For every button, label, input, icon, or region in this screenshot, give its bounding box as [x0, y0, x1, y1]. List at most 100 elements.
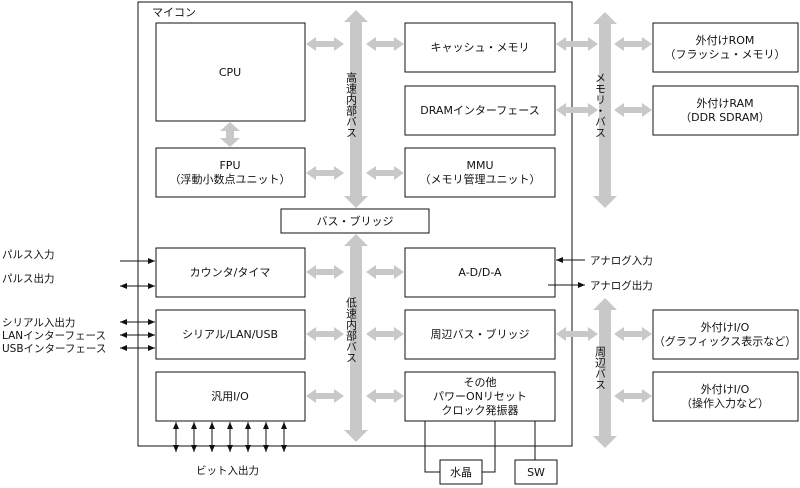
ext-io-input-block: [652, 371, 799, 422]
mcu-boundary: [137, 1, 573, 447]
serial-io-label: シリアル入出力: [2, 316, 75, 329]
bus-bridge-block: [280, 208, 430, 234]
block-text-line: パワーONリセット: [433, 390, 527, 403]
block-text-line: 周辺バス・ブリッジ: [431, 327, 530, 341]
memory-bus-label: メモリ・バス: [594, 72, 607, 138]
others-text: その他パワーONリセットクロック発振器: [433, 376, 527, 417]
fpu-text: FPU（浮動小数点ユニット）: [170, 159, 291, 186]
adda-bus-arrow: [366, 265, 404, 279]
dram-membus-arrow: [556, 103, 598, 117]
block-text-line: バス・ブリッジ: [317, 214, 394, 228]
gpio-block: [155, 371, 306, 422]
io-graphics-periphbus-arrow: [614, 327, 652, 341]
dram-if-text: DRAMインターフェース: [420, 104, 539, 117]
block-text-line: 水晶: [450, 466, 472, 479]
block-text-line: FPU: [219, 159, 240, 172]
clock-reset-lines: [424, 421, 536, 473]
block-text-line: シリアル/LAN/USB: [182, 328, 278, 341]
gpio-text: 汎用I/O: [211, 389, 249, 403]
bridge-periphbus-arrow: [556, 327, 598, 341]
memory-bus-arrow: [593, 12, 617, 208]
rom-membus-arrow: [614, 37, 652, 51]
bit-io-label: ビット入出力: [196, 464, 259, 477]
mmu-text: MMU（メモリ管理ユニット）: [420, 159, 541, 186]
ext-rom-block: [652, 22, 799, 73]
block-text-line: DRAMインターフェース: [420, 104, 539, 117]
ext-io-input-text: 外付けI/O（操作入力など）: [681, 383, 769, 410]
bus-arrows: [220, 10, 652, 448]
crystal-text: 水晶: [450, 466, 472, 479]
periph-bridge-block: [404, 309, 556, 360]
cache-bus-arrow: [366, 37, 404, 51]
serial-bus-arrow: [306, 327, 344, 341]
block-text-line: （グラフィックス表示など）: [654, 334, 796, 348]
periph-bridge-bus-arrow: [366, 327, 404, 341]
high-speed-bus-label: 高速内部バス: [345, 71, 358, 138]
mmu-block: [404, 147, 556, 198]
periph-bridge-text: 周辺バス・ブリッジ: [431, 327, 530, 341]
pulse-in-label: パルス入力: [2, 248, 55, 261]
sw-block: [514, 459, 558, 485]
ext-ram-block: [652, 85, 799, 136]
counter-timer-block: [155, 247, 306, 298]
analog-out-label: アナログ出力: [590, 279, 653, 292]
left-signal-lines: [120, 258, 155, 351]
fpu-bus-arrow: [306, 166, 344, 180]
peripheral-bus-label: 周辺バス: [594, 346, 607, 390]
peripheral-bus-arrow: [593, 298, 617, 448]
cache-text: キャッシュ・メモリ: [431, 41, 530, 54]
mmu-bus-arrow: [366, 166, 404, 180]
adda-text: A-D/D-A: [458, 266, 502, 279]
analog-lines: [548, 257, 585, 288]
fpu-block: [155, 147, 306, 198]
lan-if-label: LANインターフェース: [2, 330, 106, 342]
adda-block: [404, 247, 556, 298]
ext-io-graphics-block: [652, 309, 799, 360]
counter-bus-arrow: [306, 265, 344, 279]
block-text-line: CPU: [219, 66, 241, 79]
sw-text: SW: [527, 466, 545, 479]
blocks: [155, 22, 799, 485]
gpio-bus-arrow: [306, 389, 344, 403]
cpu-text: CPU: [219, 66, 241, 79]
block-text-line: クロック発振器: [442, 403, 519, 417]
block-text-line: キャッシュ・メモリ: [431, 41, 530, 54]
bit-io-lines: [173, 422, 287, 452]
block-text-line: SW: [527, 466, 545, 479]
ext-ram-text: 外付けRAM（DDR SDRAM）: [680, 97, 770, 124]
crystal-block: [439, 459, 483, 485]
ext-io-graphics-text: 外付けI/O（グラフィックス表示など）: [654, 321, 796, 348]
block-text-line: その他: [464, 376, 497, 389]
high-speed-bus-arrow: [344, 10, 368, 208]
others-block: [404, 371, 556, 422]
counter-timer-text: カウンタ/タイマ: [190, 266, 271, 279]
block-text-line: A-D/D-A: [458, 266, 502, 279]
ext-rom-text: 外付けROM（フラッシュ・メモリ）: [665, 34, 786, 61]
block-text-line: 外付けRAM: [696, 97, 753, 110]
block-text-line: 外付けI/O: [701, 383, 750, 396]
block-text-line: カウンタ/タイマ: [190, 266, 271, 279]
cache-block: [404, 22, 556, 73]
block-text-line: （DDR SDRAM）: [680, 111, 770, 124]
block-text-line: （浮動小数点ユニット）: [170, 172, 291, 186]
block-text-line: MMU: [466, 159, 493, 172]
serial-text: シリアル/LAN/USB: [182, 328, 278, 341]
low-speed-bus-arrow: [344, 234, 368, 442]
analog-in-label: アナログ入力: [590, 254, 653, 267]
ram-membus-arrow: [614, 103, 652, 117]
mcu-label: マイコン: [152, 6, 196, 19]
low-speed-bus-label: 低速内部バス: [345, 297, 358, 363]
dram-if-block: [404, 85, 556, 136]
pulse-out-label: パルス出力: [2, 272, 55, 285]
cpu-bus-arrow: [306, 37, 344, 51]
cache-membus-arrow: [556, 37, 598, 51]
usb-if-label: USBインターフェース: [2, 343, 106, 355]
block-text-line: 汎用I/O: [211, 389, 249, 403]
cpu-fpu-arrow: [220, 122, 240, 147]
block-text-line: （操作入力など）: [681, 396, 769, 410]
block-text-line: 外付けROM: [696, 34, 755, 47]
block-text-line: 外付けI/O: [701, 321, 750, 334]
serial-block: [155, 309, 306, 360]
block-text-line: （メモリ管理ユニット）: [420, 172, 541, 186]
